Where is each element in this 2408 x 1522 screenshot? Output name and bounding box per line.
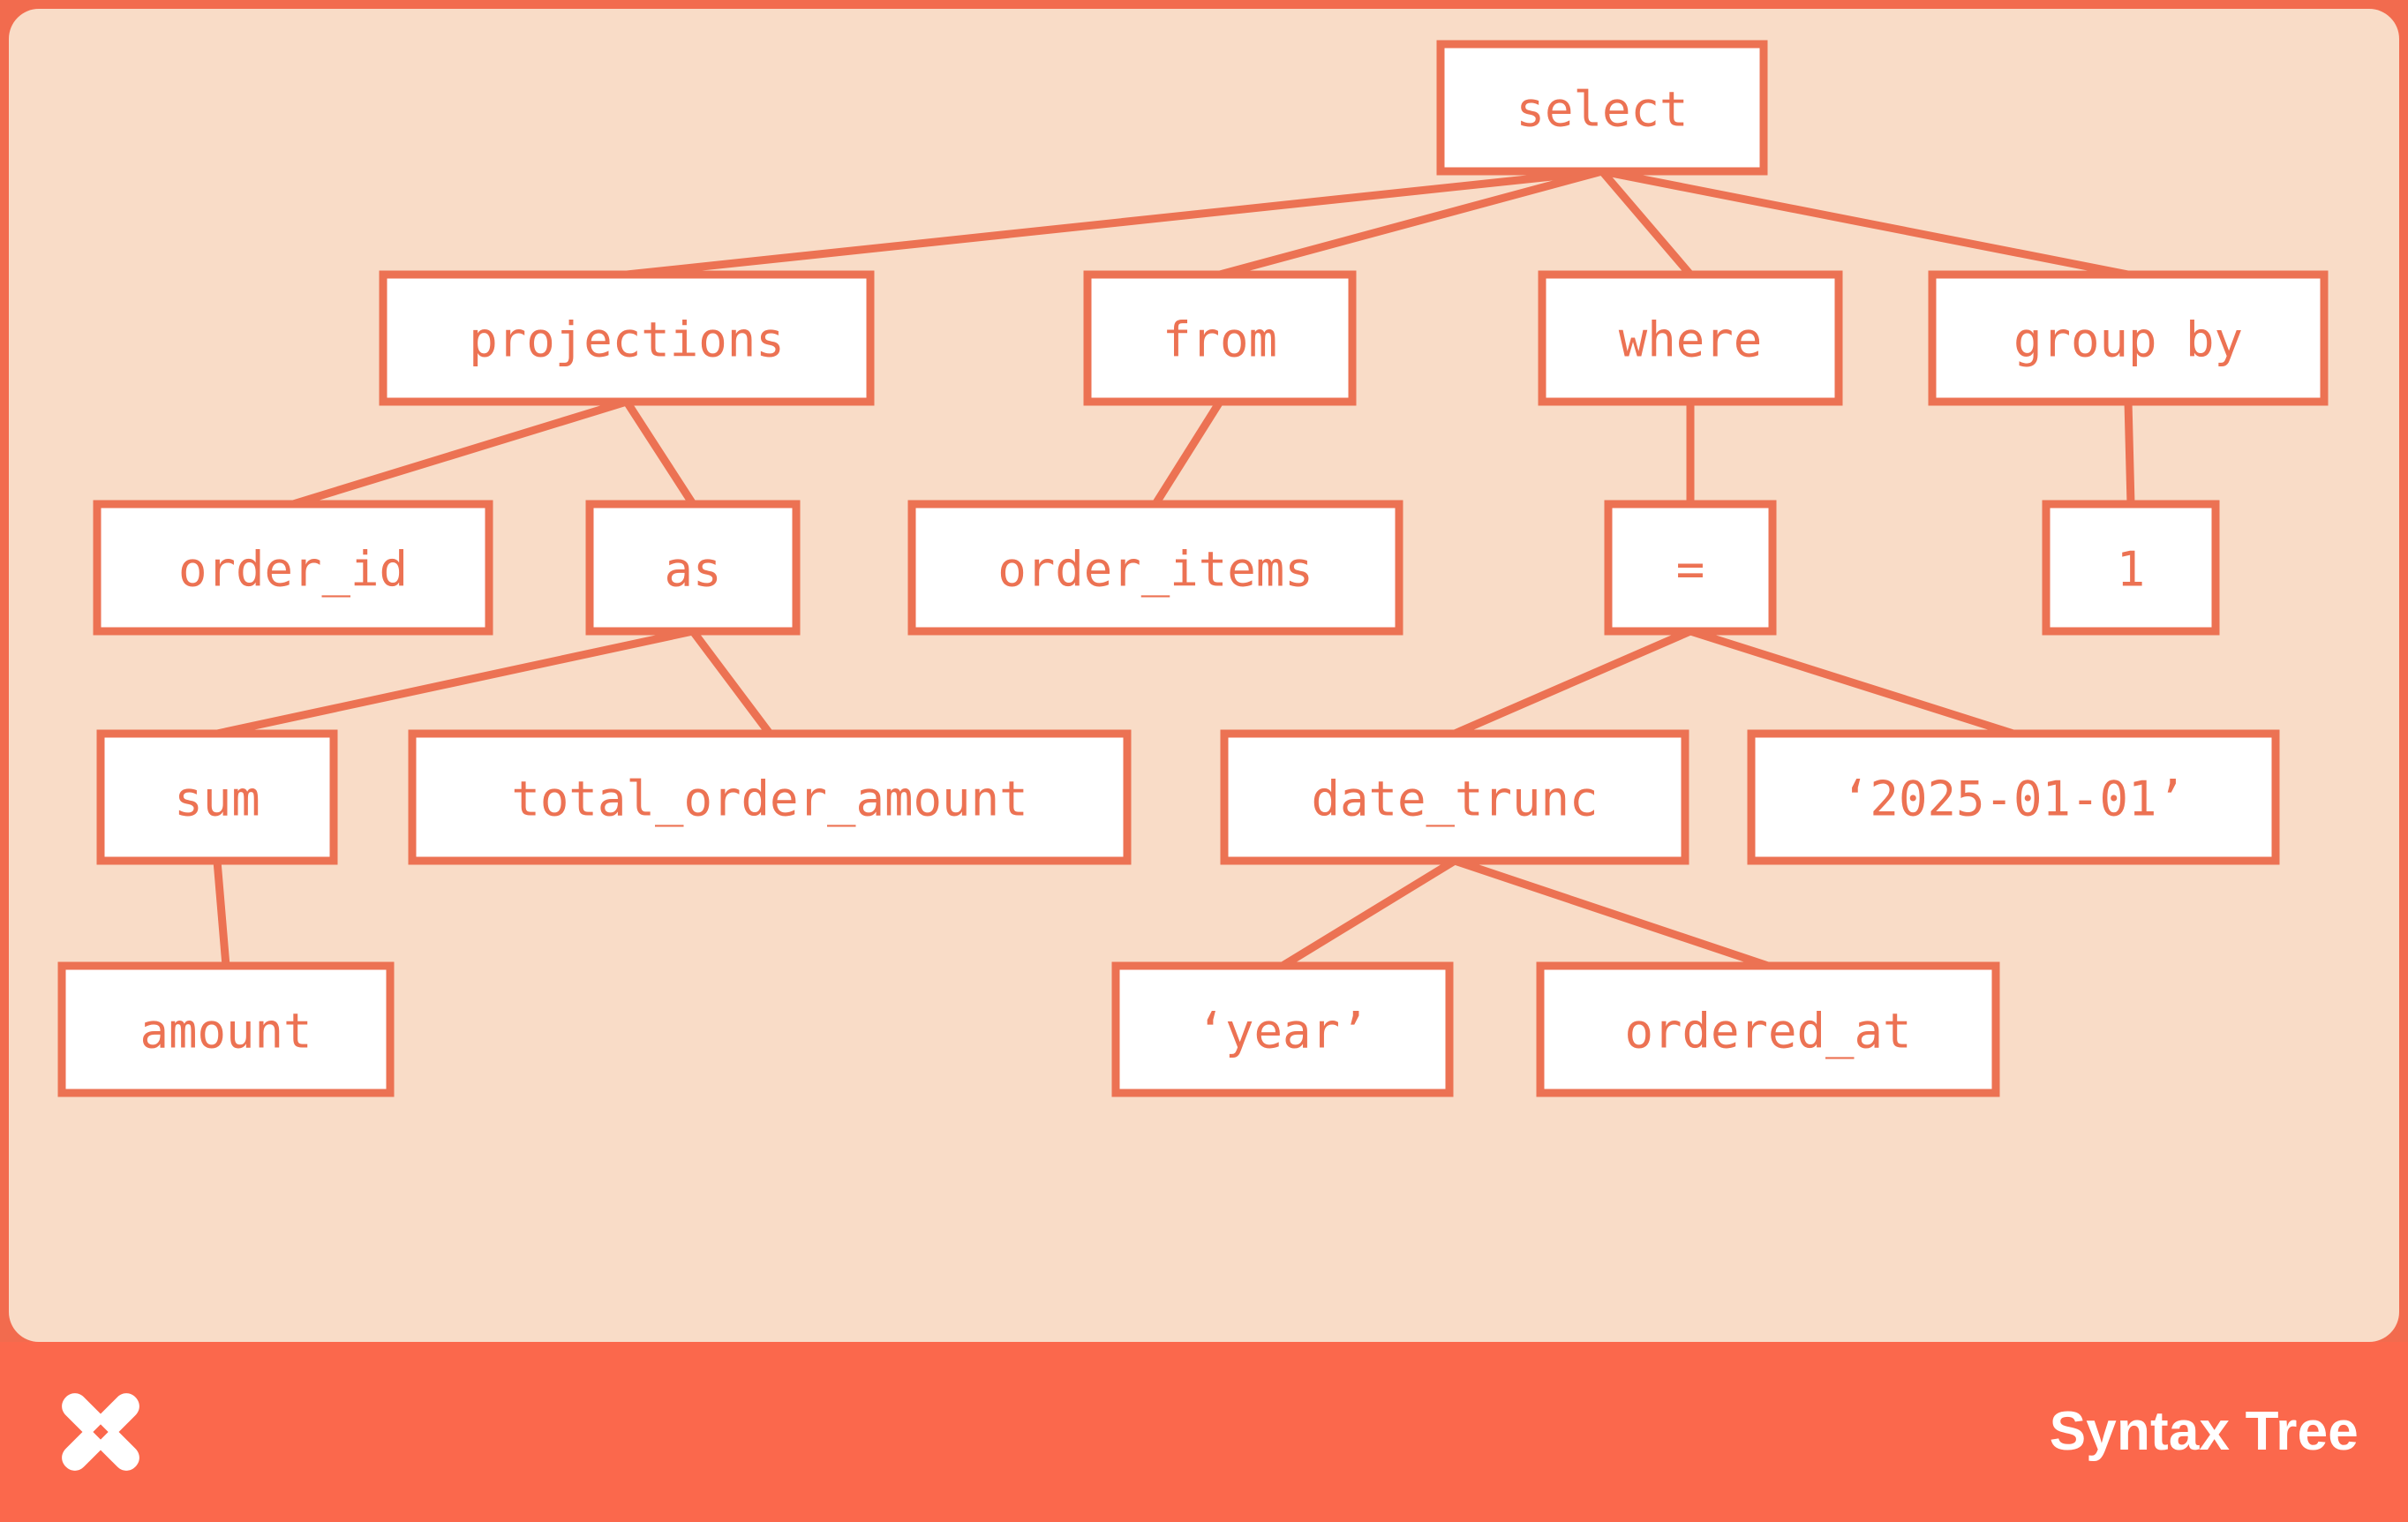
node-label-where: where — [1619, 313, 1763, 368]
x-starburst-logo-icon — [62, 1393, 139, 1471]
tree-nodes: select projections from where group by order_… — [57, 40, 2329, 1097]
node-box-group_by[interactable] — [1928, 270, 2329, 406]
tree-node-eq[interactable]: = — [1604, 500, 1777, 636]
node-box-sum[interactable] — [96, 729, 338, 865]
node-label-order_id: order_id — [178, 542, 408, 598]
tree-canvas: select projections from where group by order_… — [9, 9, 2399, 1342]
node-box-eq[interactable] — [1604, 500, 1777, 636]
tree-node-from[interactable]: from — [1083, 270, 1357, 406]
tree-node-select[interactable]: select — [1436, 40, 1768, 176]
tree-node-amount[interactable]: amount — [57, 961, 395, 1097]
node-box-date_literal[interactable] — [1747, 729, 2280, 865]
tree-node-order_id[interactable]: order_id — [93, 500, 493, 636]
node-label-order_items: order_items — [997, 542, 1313, 598]
tree-edge-date_trunc-to-year_literal — [1280, 857, 1457, 969]
node-label-total_order_amount: total_order_amount — [511, 772, 1027, 827]
tree-node-sum[interactable]: sum — [96, 729, 338, 865]
node-label-as: as — [664, 542, 721, 598]
tree-node-projections[interactable]: projections — [379, 270, 875, 406]
tree-node-one[interactable]: 1 — [2042, 500, 2220, 636]
node-box-order_id[interactable] — [93, 500, 493, 636]
node-label-eq: = — [1676, 542, 1705, 598]
tree-node-date_literal[interactable]: ‘2025-01-01’ — [1747, 729, 2280, 865]
node-label-from: from — [1163, 313, 1277, 368]
node-box-ordered_at[interactable] — [1536, 961, 2000, 1097]
tree-node-date_trunc[interactable]: date_trunc — [1220, 729, 1689, 865]
tree-edge-select-to-from — [1218, 167, 1604, 279]
node-box-total_order_amount[interactable] — [408, 729, 1132, 865]
node-box-one[interactable] — [2042, 500, 2220, 636]
tree-node-year_literal[interactable]: ‘year’ — [1111, 961, 1454, 1097]
tree-edge-group_by-to-one — [2124, 401, 2135, 505]
node-label-year_literal: ‘year’ — [1196, 1004, 1368, 1059]
node-box-order_items[interactable] — [907, 500, 1403, 636]
tree-edge-select-to-group_by — [1601, 167, 2129, 279]
node-box-date_trunc[interactable] — [1220, 729, 1689, 865]
node-box-where[interactable] — [1538, 270, 1843, 406]
tree-node-order_items[interactable]: order_items — [907, 500, 1403, 636]
node-box-from[interactable] — [1083, 270, 1357, 406]
tree-edge-from-to-order_items — [1152, 399, 1223, 507]
tree-node-group_by[interactable]: group by — [1928, 270, 2329, 406]
tree-edge-projections-to-order_id — [291, 397, 628, 509]
node-label-select: select — [1516, 82, 1688, 138]
tree-edge-date_trunc-to-ordered_at — [1453, 856, 1770, 970]
footer-title: Syntax Tree — [2049, 1401, 2359, 1462]
footer-bar: Syntax Tree — [0, 1342, 2408, 1522]
tree-edge-as-to-total_order_amount — [689, 629, 773, 736]
node-label-one: 1 — [2117, 542, 2146, 598]
tree-edge-as-to-sum — [216, 627, 694, 738]
tree-edge-eq-to-date_literal — [1689, 627, 2015, 738]
tree-node-ordered_at[interactable]: ordered_at — [1536, 961, 2000, 1097]
tree-node-as[interactable]: as — [585, 500, 801, 636]
node-label-group_by: group by — [2013, 313, 2243, 368]
tree-edge-projections-to-as — [623, 399, 696, 507]
tree-edge-eq-to-date_trunc — [1453, 627, 1692, 738]
tree-edges — [213, 167, 2135, 970]
tree-edge-select-to-where — [1599, 169, 1694, 277]
node-label-date_trunc: date_trunc — [1311, 772, 1598, 827]
node-box-amount[interactable] — [57, 961, 395, 1097]
node-label-ordered_at: ordered_at — [1624, 1004, 1911, 1059]
node-label-amount: amount — [139, 1004, 312, 1059]
node-label-date_literal: ‘2025-01-01’ — [1841, 772, 2186, 827]
node-box-as[interactable] — [585, 500, 801, 636]
node-label-projections: projections — [469, 313, 785, 368]
tree-node-where[interactable]: where — [1538, 270, 1843, 406]
node-label-sum: sum — [174, 772, 260, 827]
node-box-projections[interactable] — [379, 270, 875, 406]
tree-node-total_order_amount[interactable]: total_order_amount — [408, 729, 1132, 865]
tree-edge-sum-to-amount — [213, 860, 230, 967]
syntax-tree-graphic: select projections from where group by order_… — [57, 40, 2329, 1097]
tree-edge-select-to-projections — [626, 167, 1603, 279]
node-box-year_literal[interactable] — [1111, 961, 1454, 1097]
node-box-select[interactable] — [1436, 40, 1768, 176]
